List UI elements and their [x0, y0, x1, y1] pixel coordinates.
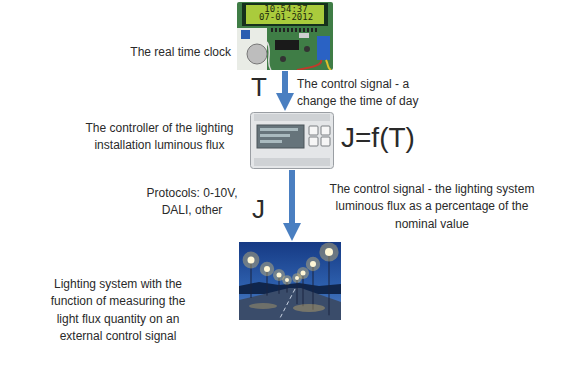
node-caption: The controller of the lighting installat…	[77, 120, 242, 155]
display-line	[260, 134, 290, 137]
controller-display	[257, 125, 304, 148]
flow-arrow	[289, 170, 295, 223]
wire	[326, 60, 331, 70]
controller-button	[309, 137, 318, 146]
controller-button	[321, 126, 330, 135]
header-pin	[303, 28, 305, 32]
signal-symbol: T	[251, 74, 267, 100]
lamp-light	[301, 271, 306, 276]
crystal	[299, 33, 309, 38]
signal-symbol: J	[252, 196, 265, 222]
header-pin	[271, 28, 273, 32]
capacitor	[304, 46, 310, 52]
lamp-light	[285, 278, 289, 282]
lamp-light	[248, 257, 255, 264]
picture-node: Lighting system with the function of mea…	[239, 242, 341, 320]
road	[239, 288, 341, 320]
header-pin	[291, 28, 293, 32]
node-picture	[239, 242, 341, 320]
header-pin	[283, 28, 285, 32]
flow-arrow	[282, 71, 288, 93]
header-pin	[311, 28, 313, 32]
wire	[267, 42, 271, 70]
header-pin	[295, 28, 297, 32]
capacitor	[280, 56, 286, 62]
controller-button	[321, 137, 330, 146]
battery	[247, 44, 267, 64]
lamp-glow	[306, 257, 320, 271]
light-reflection	[249, 303, 277, 309]
trimmer-pot	[241, 30, 250, 39]
terminal-row	[254, 114, 330, 121]
lamp-light	[264, 266, 270, 272]
lane-line	[279, 289, 295, 320]
signal-note: The control signal - a change the time o…	[297, 76, 427, 111]
lamp-glow	[260, 262, 274, 276]
controller-body	[251, 113, 334, 169]
lamp-glow	[319, 242, 338, 261]
picture-node: The controller of the lighting installat…	[250, 112, 334, 169]
lcd-bezel	[242, 3, 328, 26]
header-pin	[287, 28, 289, 32]
terminal-row	[254, 158, 330, 166]
header-pin	[299, 28, 301, 32]
node-caption: Lighting system with the function of mea…	[50, 276, 186, 346]
display-line	[260, 128, 298, 131]
night-sky	[239, 242, 341, 320]
paper-background	[237, 28, 267, 70]
lamp-glow	[282, 275, 292, 285]
header-pin	[279, 28, 281, 32]
node-picture	[250, 112, 334, 169]
lamp-light	[310, 261, 316, 267]
lamp-glow	[292, 273, 302, 283]
wire	[297, 60, 321, 70]
chip	[275, 40, 299, 50]
header-pin	[315, 28, 317, 32]
controller-button	[309, 126, 318, 135]
lcd-readout: 07-01-2012	[246, 13, 326, 22]
signal-note: The control signal - the lighting system…	[316, 181, 548, 233]
node-caption: The real time clock	[130, 44, 231, 61]
protocol-note: Protocols: 0-10V, DALI, other	[140, 185, 244, 220]
lamp-light	[295, 276, 299, 280]
light-reflection	[293, 304, 325, 312]
header-pin	[275, 28, 277, 32]
header-pin	[307, 28, 309, 32]
lamp-light	[277, 273, 282, 278]
lamp-light	[325, 248, 333, 256]
terminal-block	[317, 36, 330, 60]
lamp-glow	[243, 252, 260, 269]
display-line	[260, 140, 282, 143]
circuit-board	[237, 2, 333, 70]
function-formula: J=f(T)	[341, 124, 415, 152]
